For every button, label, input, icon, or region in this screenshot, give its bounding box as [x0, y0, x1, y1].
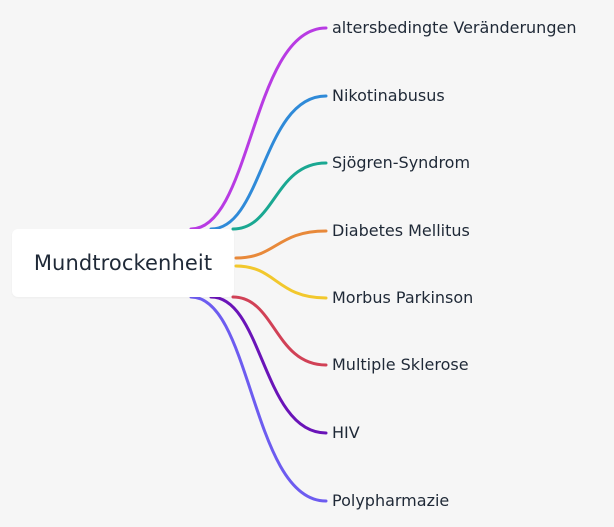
branch-connector-4 — [234, 229, 328, 260]
branch-connector-2 — [209, 94, 328, 231]
branch-label-3[interactable]: Sjögren-Syndrom — [332, 153, 471, 172]
branch-connector-8 — [189, 295, 328, 503]
branch-connector-6 — [231, 295, 328, 367]
branch-label-5[interactable]: Morbus Parkinson — [332, 288, 474, 307]
branch-label-8[interactable]: Polypharmazie — [332, 491, 450, 510]
central-topic-node[interactable]: Mundtrockenheit — [12, 229, 234, 297]
central-topic-label: Mundtrockenheit — [33, 251, 213, 275]
branch-label-7[interactable]: HIV — [332, 423, 360, 442]
branch-label-2[interactable]: Nikotinabusus — [332, 86, 445, 105]
branch-label-6[interactable]: Multiple Sklerose — [332, 355, 469, 374]
branch-label-1[interactable]: altersbedingte Veränderungen — [332, 18, 577, 37]
branch-connector-7 — [209, 295, 328, 435]
branch-connector-5 — [234, 264, 328, 300]
branch-connector-3 — [231, 161, 328, 231]
branch-connector-1 — [189, 26, 328, 231]
branch-label-4[interactable]: Diabetes Mellitus — [332, 221, 470, 240]
